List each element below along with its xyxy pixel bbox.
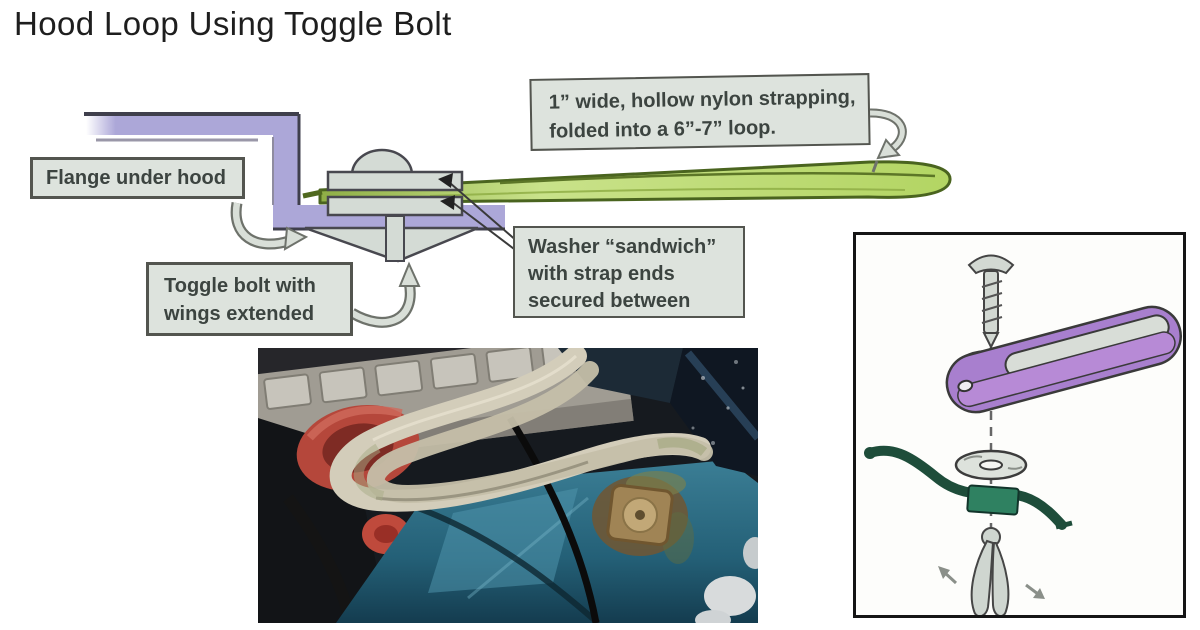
callout-text: 1” wide, hollow nylon strapping, — [548, 86, 856, 114]
strap-fold-line — [499, 171, 936, 185]
paint-blotch-small — [743, 537, 758, 569]
hood-edge-glint — [684, 350, 758, 441]
callout-text: with strap ends — [528, 263, 675, 285]
washer-lower — [954, 449, 1028, 481]
engine-bay-installed-strap-photo — [258, 348, 758, 623]
callout-text: Flange under hood — [46, 167, 226, 189]
photo-art — [258, 348, 758, 623]
leader-arrowhead-lower — [440, 195, 455, 210]
screw — [967, 254, 1015, 350]
curved-arrow-strap — [868, 108, 907, 173]
toggle-bolt-sketch — [302, 148, 952, 263]
callout-text: Washer “sandwich” — [528, 236, 717, 258]
toggle-shaft — [385, 215, 405, 262]
washer-bottom-bar — [326, 195, 464, 217]
leader-arrowhead-upper — [438, 173, 453, 188]
fender-streak — [467, 496, 589, 600]
installed-strap-loop — [329, 348, 713, 512]
hood-flange-strip — [864, 445, 1073, 530]
spring-arrow-right — [1025, 583, 1045, 599]
fender-crease — [416, 505, 600, 623]
callout-text: Toggle bolt with — [164, 275, 316, 297]
red-grommet-center — [374, 525, 398, 543]
callout-toggle-bolt: Toggle bolt with wings extended — [146, 262, 353, 336]
strap-tail — [302, 189, 323, 199]
callout-nylon-strapping: 1” wide, hollow nylon strapping, folded … — [529, 73, 871, 151]
exploded-view-art — [864, 254, 1182, 615]
callout-washer-sandwich: Washer “sandwich” with strap ends secure… — [513, 226, 745, 318]
strap-loop-purple — [945, 305, 1182, 414]
callout-text: wings extended — [164, 303, 315, 325]
flange-top-band — [86, 116, 298, 135]
paint-blotch-bottom — [695, 610, 731, 623]
toggle-wings-exploded — [970, 527, 1010, 615]
washer-leader-lines — [438, 173, 519, 253]
toggle-bolt-head-photo — [592, 471, 694, 564]
strap-highlight-line — [429, 187, 906, 197]
spring-arrow-left — [938, 566, 958, 585]
flange-vertical-band — [273, 116, 298, 211]
black-cable — [507, 416, 600, 623]
arrow-tail-tick — [871, 160, 879, 173]
strap-bolt-hole — [957, 379, 974, 393]
flange-clip — [966, 484, 1020, 516]
toggle-bolt-exploded-view — [853, 232, 1186, 618]
hood-dark-right — [670, 348, 758, 476]
callout-flange-under-hood: Flange under hood — [30, 157, 245, 199]
paint-blotch — [704, 576, 756, 616]
washer-top-bar — [326, 170, 464, 192]
curved-arrow-flange — [230, 202, 309, 251]
callout-text: secured between — [528, 290, 691, 312]
curved-arrow-toggle — [349, 261, 421, 328]
page-title: Hood Loop Using Toggle Bolt — [14, 5, 452, 42]
bolt-head-dome — [350, 148, 414, 177]
fender-highlight — [428, 488, 578, 593]
callout-text: folded into a 6”-7” loop. — [549, 116, 777, 143]
